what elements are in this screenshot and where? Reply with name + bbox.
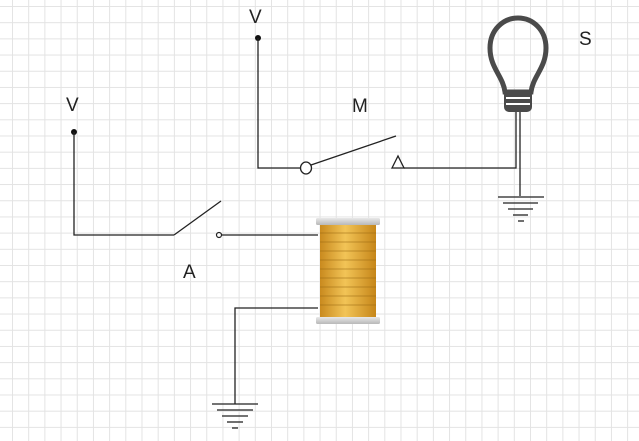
switch-m-pivot — [299, 161, 313, 175]
label-supply-top: V — [249, 7, 262, 28]
light-bulb-icon — [487, 15, 549, 95]
label-lamp: S — [579, 29, 592, 50]
switch-m-contact — [390, 154, 406, 169]
wire-supply-top — [257, 38, 301, 169]
coil-winding — [320, 223, 376, 319]
label-switch-a: A — [183, 262, 196, 283]
lamp — [487, 15, 549, 196]
switch-a-blade — [173, 200, 222, 236]
light-bulb-base — [504, 90, 532, 112]
label-switch-m: M — [352, 96, 368, 117]
supply-left — [71, 129, 174, 236]
switch-a-contact — [215, 231, 223, 239]
ground-icon-right — [498, 196, 544, 222]
switch-a — [173, 200, 318, 239]
ground-icon-left — [212, 403, 258, 429]
wire-supply-left — [73, 132, 174, 236]
wire-switch-m-to-lamp — [404, 112, 517, 169]
label-supply-left: V — [66, 95, 79, 116]
coil-cap-bottom — [316, 317, 380, 324]
switch-m-blade — [310, 135, 397, 166]
switch-m — [299, 112, 517, 175]
supply-top — [255, 35, 301, 169]
coil-cap-top — [316, 218, 380, 225]
relay-coil-icon — [234, 218, 380, 404]
wire-coil-to-ground — [234, 307, 318, 404]
